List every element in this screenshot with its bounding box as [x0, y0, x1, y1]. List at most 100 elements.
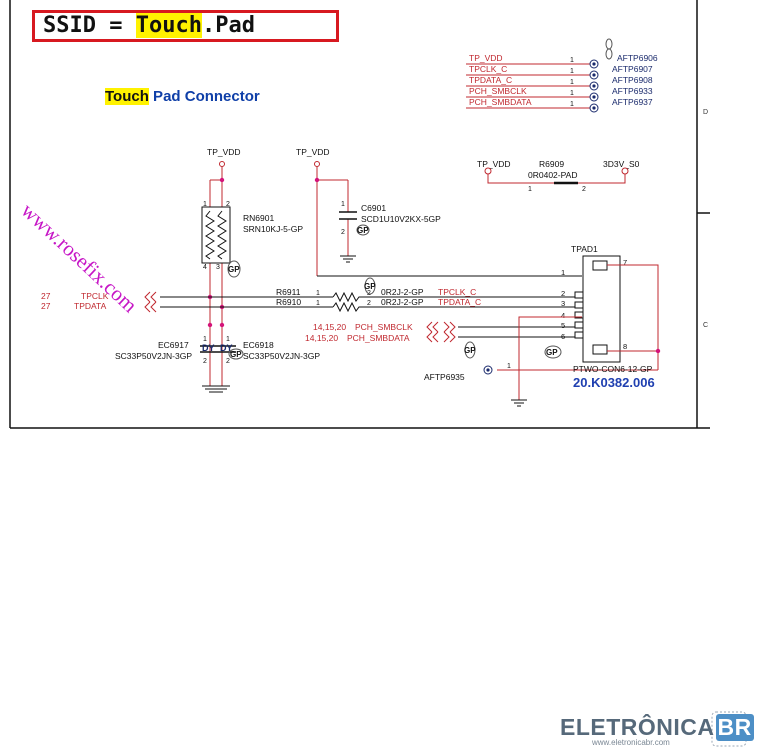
c6901-net-label: TP_VDD — [296, 147, 330, 157]
test-point-icon — [589, 38, 613, 113]
tpad1-ref: TPAD1 — [571, 244, 598, 254]
ssid-banner: SSID = Touch.Pad — [32, 10, 339, 42]
tp-net-label: TP_VDD — [469, 53, 503, 63]
rn6901-pin2: 2 — [226, 201, 230, 208]
c6901-value: SCD1U10V2KX-5GP — [361, 214, 441, 224]
smbus-lines: 14,15,20 PCH_SMBCLK 14,15,20 PCH_SMBDATA — [305, 321, 582, 343]
ec6917-ref: EC6917 — [158, 340, 189, 350]
zone-d-label: D — [703, 109, 708, 116]
tpdata-page-ref: 27 — [41, 301, 51, 311]
r6911-pin1: 1 — [316, 290, 320, 297]
ssid-highlight: Touch — [135, 13, 202, 38]
r6910-value: 0R2J-2-GP — [381, 297, 424, 307]
dy-mark: DY — [220, 343, 233, 353]
gp-mark: GP — [357, 226, 369, 235]
logo-br: BR — [715, 714, 754, 741]
tpad1-pin: 5 — [561, 321, 565, 330]
tpad1-pin: 4 — [561, 311, 565, 320]
junction-dot — [207, 177, 225, 328]
sheet-title-highlight: Touch — [105, 88, 149, 105]
logo-url: www.eletronicabr.com — [592, 738, 670, 747]
c6901-pin1: 1 — [341, 201, 345, 208]
test-point-aftp6935: 1 AFTP6935 — [424, 363, 511, 382]
ec6918-pin2: 2 — [226, 358, 230, 365]
ec6918-ref: EC6918 — [243, 340, 274, 350]
tpclk-c-net-label: TPCLK_C — [438, 287, 476, 297]
sheet-title-rest: Pad Connector — [148, 88, 260, 105]
tp-ref-label: AFTP6906 — [617, 53, 658, 63]
ec6917-pin2: 2 — [203, 358, 207, 365]
smbdata-net-label: PCH_SMBDATA — [347, 333, 410, 343]
signal-lines: 27 TPCLK 27 TPDATA R6911 R6910 1 1 2 2 0… — [41, 287, 582, 313]
r6911-ref: R6911 — [276, 287, 301, 297]
rn6901-pin3: 3 — [216, 264, 220, 271]
resistor-r6909: TP_VDD R6909 0R0402-PAD 3D3V_S0 1 2 — [477, 159, 640, 193]
tp-net-label: PCH_SMBDATA — [469, 97, 532, 107]
tp-pin-number: 1 — [570, 101, 574, 108]
aftp6935-pin: 1 — [507, 363, 511, 370]
tp-net-label: TPCLK_C — [469, 64, 507, 74]
tp-net-label: PCH_SMBCLK — [469, 86, 527, 96]
ssid-prefix: SSID = — [43, 13, 136, 38]
gp-mark: GP — [230, 350, 242, 359]
r6909-right-net: 3D3V_S0 — [603, 159, 640, 169]
tpclk-page-ref: 27 — [41, 291, 51, 301]
gp-mark: GP — [464, 346, 476, 355]
tp-pin-number: 1 — [570, 68, 574, 75]
smbclk-net-label: PCH_SMBCLK — [355, 322, 413, 332]
aftp6935-ref: AFTP6935 — [424, 372, 465, 382]
smbclk-page-ref: 14,15,20 — [313, 322, 346, 332]
tpad1-pin: 2 — [561, 289, 565, 298]
rn6901-net-label: TP_VDD — [207, 147, 241, 157]
tp-net-label: TPDATA_C — [469, 75, 512, 85]
rn6901-ref: RN6901 — [243, 213, 274, 223]
gp-marks: GP GP GP GP GP GP — [227, 224, 562, 360]
test-point-group: TP_VDD TPCLK_C TPDATA_C PCH_SMBCLK PCH_S… — [466, 38, 658, 113]
ec6918-value: SC33P50V2JN-3GP — [243, 351, 320, 361]
c6901-capacitor: TP_VDD 1 2 C6901 SCD1U10V2KX-5GP — [296, 147, 582, 277]
tp-ref-label: AFTP6933 — [612, 86, 653, 96]
r6909-value: 0R0402-PAD — [528, 170, 577, 180]
ec6918-pin1: 1 — [226, 336, 230, 343]
rn6901-value: SRN10KJ-5-GP — [243, 224, 303, 234]
r6910-pin2: 2 — [367, 300, 371, 307]
logo-name: ELETRÔNICA — [560, 714, 715, 740]
tp-ref-label: AFTP6937 — [612, 97, 653, 107]
c6901-ref: C6901 — [361, 203, 386, 213]
resistor-network-rn6901: TP_VDD 1 2 3 4 RN6901 SRN10KJ-5-GP — [201, 147, 303, 386]
tp-pin-number: 1 — [570, 57, 574, 64]
tpad1-part-number: 20.K0382.006 — [573, 375, 655, 390]
r6911-value: 0R2J-2-GP — [381, 287, 424, 297]
tpad1-mount-pin: 7 — [623, 258, 627, 267]
tpad1-pin: 6 — [561, 332, 565, 341]
r6910-pin1: 1 — [316, 300, 320, 307]
tp-ref-label: AFTP6908 — [612, 75, 653, 85]
watermark-text: www.rosefix.com — [17, 198, 142, 317]
ec6917-pin1: 1 — [203, 336, 207, 343]
rn6901-pin1: 1 — [203, 201, 207, 208]
r6909-pin2: 2 — [582, 186, 586, 193]
tp-ref-label: AFTP6907 — [612, 64, 653, 74]
gp-mark: GP — [228, 265, 240, 274]
tp-pin-number: 1 — [570, 79, 574, 86]
dy-mark: DY — [202, 343, 215, 353]
c6901-pin2: 2 — [341, 229, 345, 236]
ec6917-value: SC33P50V2JN-3GP — [115, 351, 192, 361]
esd-capacitors: DY DY EC6917 SC33P50V2JN-3GP EC6918 SC33… — [115, 336, 320, 393]
r6909-pin1: 1 — [528, 186, 532, 193]
connector-tpad1: TPAD1 1 2 3 4 5 6 7 8 PTWO-CON — [497, 244, 661, 407]
tpdata-c-net-label: TPDATA_C — [438, 297, 481, 307]
tpdata-net-label: TPDATA — [74, 301, 107, 311]
tpad1-mount-pin: 8 — [623, 342, 627, 351]
r6909-ref: R6909 — [539, 159, 564, 169]
gp-mark: GP — [364, 282, 376, 291]
zone-c-label: C — [703, 322, 708, 329]
r6909-left-net: TP_VDD — [477, 159, 511, 169]
sheet-title: Touch Pad Connector — [105, 88, 260, 105]
tpad1-pin: 1 — [561, 268, 565, 277]
ssid-suffix: .Pad — [201, 13, 255, 38]
tpclk-net-label: TPCLK — [81, 291, 109, 301]
r6910-ref: R6910 — [276, 297, 301, 307]
